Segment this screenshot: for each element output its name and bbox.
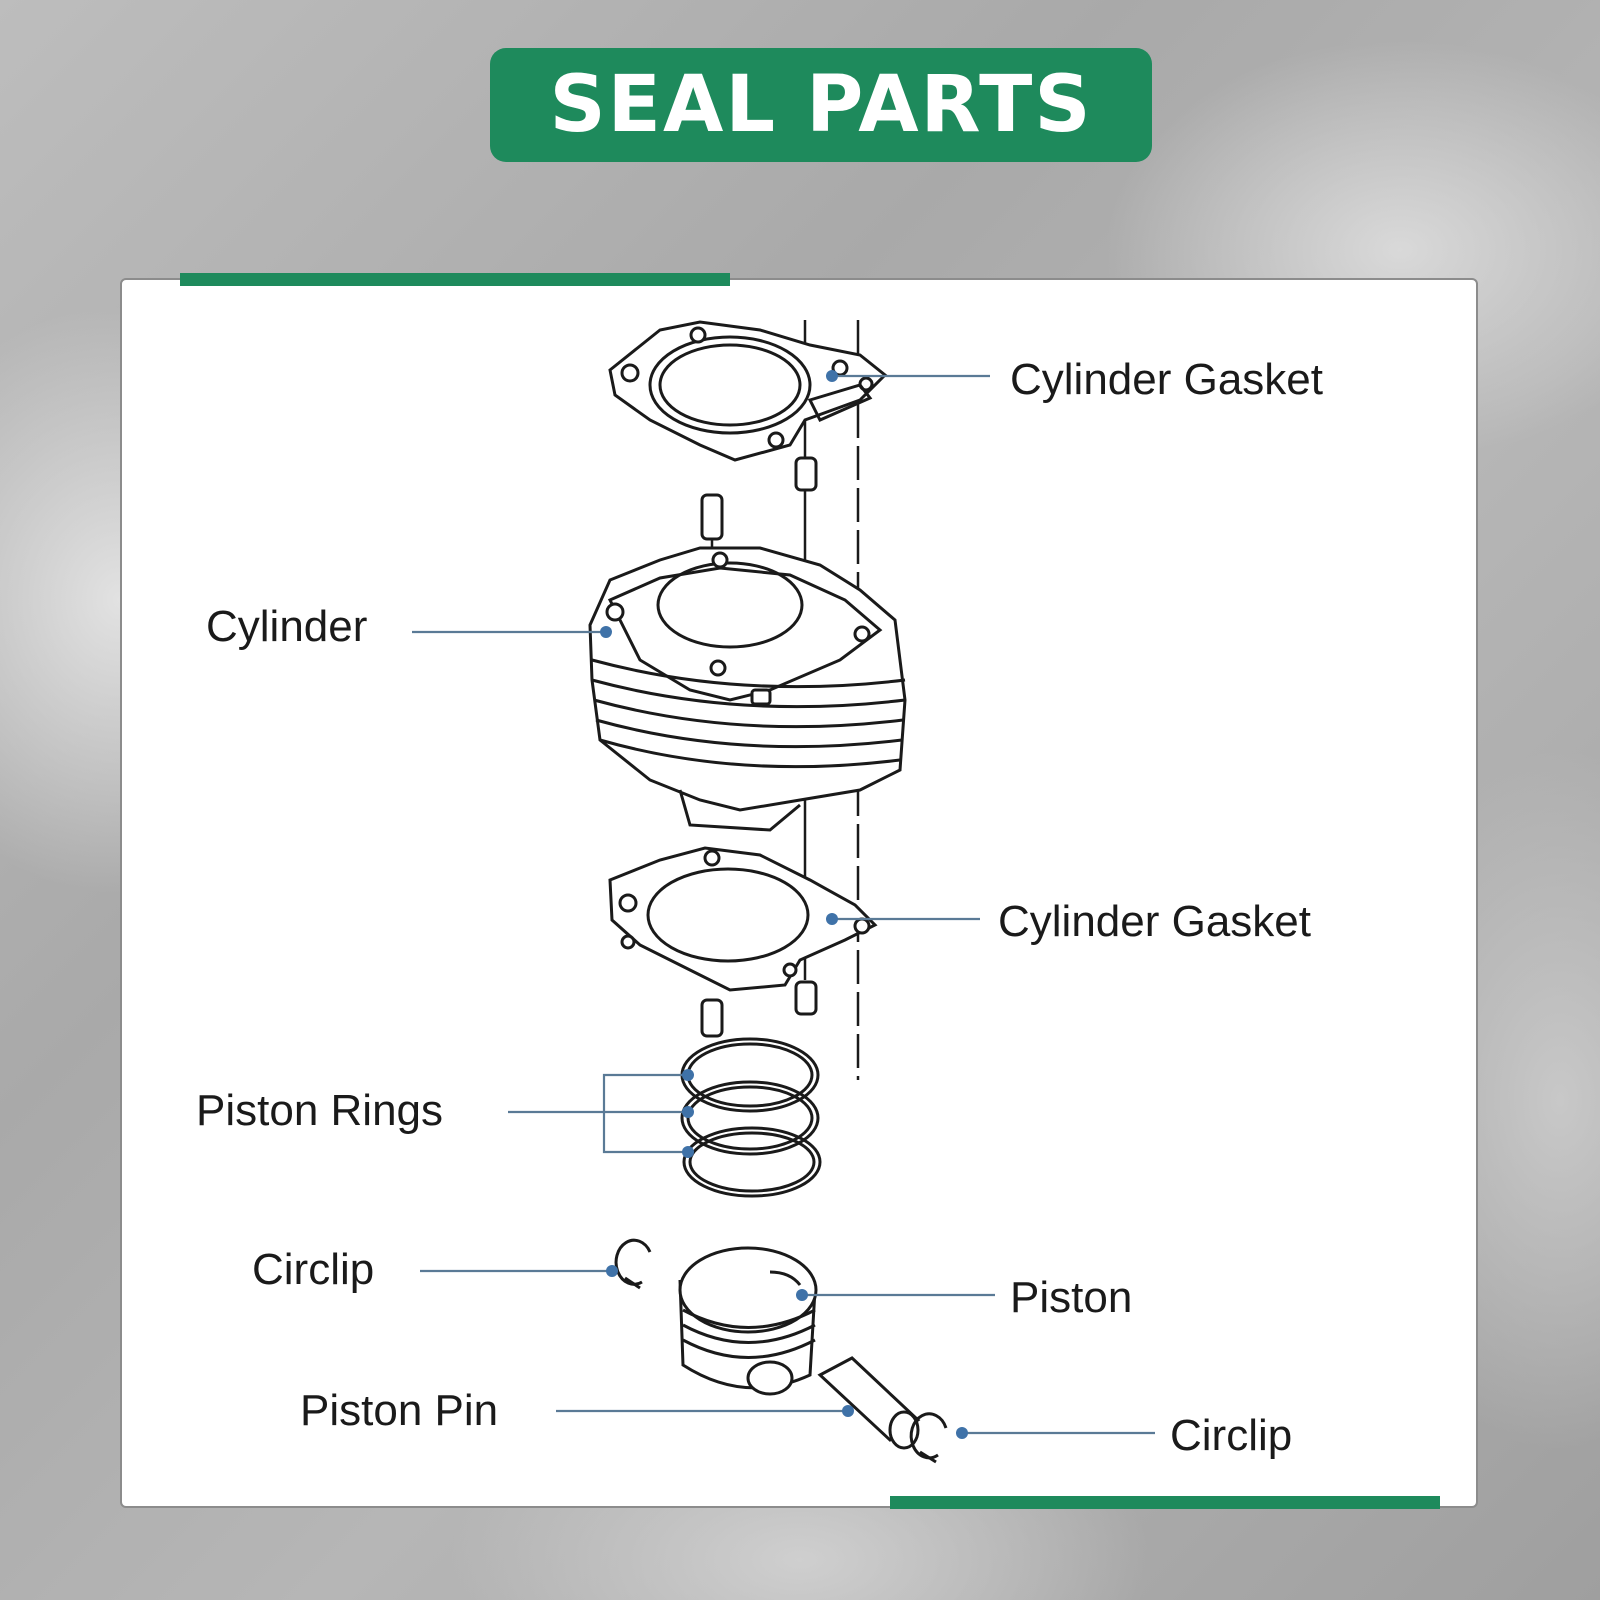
label-circlip-left: Circlip: [252, 1245, 374, 1294]
label-cylinder-gasket-top: Cylinder Gasket: [1010, 355, 1323, 404]
cylinder-block: [588, 546, 907, 832]
accent-bar-bottom: [890, 1496, 1440, 1509]
piston: [678, 1246, 818, 1396]
label-piston-pin: Piston Pin: [300, 1386, 498, 1435]
piston-pin: [817, 1356, 921, 1450]
label-piston: Piston: [1010, 1273, 1132, 1322]
label-piston-rings: Piston Rings: [196, 1086, 443, 1135]
piston-rings: [680, 1037, 822, 1198]
label-cylinder-gasket-bottom: Cylinder Gasket: [998, 897, 1311, 946]
circlips: [614, 1238, 948, 1464]
bottom-cylinder-gasket: [608, 846, 878, 992]
title-banner: SEAL PARTS: [490, 48, 1152, 162]
callout-markers: [600, 370, 968, 1439]
leader-lines: [412, 374, 1155, 1435]
label-cylinder: Cylinder: [206, 602, 367, 651]
page-title: SEAL PARTS: [549, 60, 1093, 150]
top-cylinder-gasket: [608, 320, 888, 462]
label-circlip-right: Circlip: [1170, 1411, 1292, 1460]
accent-bar-top: [180, 273, 730, 286]
dowel-pins: [700, 456, 818, 1038]
